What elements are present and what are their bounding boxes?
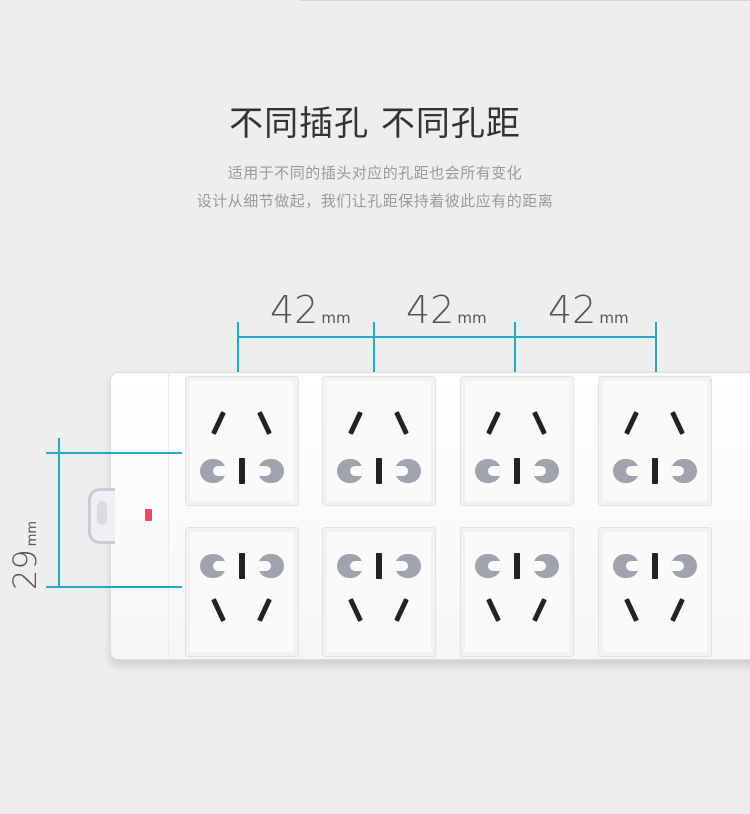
outlet-round-contact [533,459,559,483]
outlet-slot [376,553,382,579]
spacing-unit: mm [321,309,351,327]
outlet-round-contact [395,554,421,578]
outlet-slot [239,458,245,484]
row-spacing-line-bottom [46,586,182,588]
power-indicator-light [145,509,152,521]
row-spacing-vertical-line [58,438,60,588]
outlet-socket [598,527,712,657]
outlet-slot [211,411,226,435]
outlet-round-contact [200,459,226,483]
outlet-slot [514,553,520,579]
outlet-socket [185,527,299,657]
outlet-slot [257,411,272,435]
dimension-tick [237,322,239,374]
spacing-dimension-line [238,336,656,338]
outlet-slot [670,598,685,622]
outlet-socket [322,376,436,506]
outlet-slot [348,598,363,622]
outlet-slot [348,411,363,435]
spacing-value: 42 [548,288,597,332]
outlet-round-contact [200,554,226,578]
spacing-value: 42 [270,288,319,332]
outlet-round-contact [613,554,639,578]
dimension-tick [373,322,375,374]
outlet-slot [532,598,547,622]
outlet-slot [239,553,245,579]
subtitle-line-2: 设计从细节做起，我们让孔距保持着彼此应有的距离 [196,192,554,210]
outlet-round-contact [337,459,363,483]
outlet-slot [486,411,501,435]
row-spacing-value: 29 [6,549,44,590]
outlet-slot [394,598,409,622]
outlet-round-contact [671,554,697,578]
dimension-tick [514,322,516,374]
spacing-value: 42 [406,288,455,332]
page-title: 不同插孔 不同孔距 [229,104,521,144]
outlet-round-contact [395,459,421,483]
row-spacing-unit: mm [25,520,40,547]
outlet-socket [598,376,712,506]
outlet-slot [486,598,501,622]
outlet-round-contact [258,459,284,483]
row-spacing-label: 29mm [6,521,44,590]
outlet-round-contact [533,554,559,578]
outlet-socket [460,376,574,506]
top-edge-line-left [300,0,540,1]
spacing-unit: mm [599,309,629,327]
dimension-tick [655,322,657,374]
outlet-slot [514,458,520,484]
outlet-slot [257,598,272,622]
outlet-round-contact [337,554,363,578]
top-edge-line-right [515,0,750,1]
power-strip-end-cap [110,372,169,658]
outlet-round-contact [475,554,501,578]
outlet-slot [670,411,685,435]
outlet-socket [460,527,574,657]
outlet-round-contact [613,459,639,483]
outlet-round-contact [671,459,697,483]
outlet-slot [624,598,639,622]
outlet-slot [652,553,658,579]
outlet-slot [376,458,382,484]
outlet-socket [185,376,299,506]
outlet-round-contact [258,554,284,578]
outlet-slot [624,411,639,435]
outlet-socket [322,527,436,657]
row-spacing-line-top [46,452,182,454]
outlet-round-contact [475,459,501,483]
subtitle-line-1: 适用于不同的插头对应的孔距也会所有变化 [227,164,523,182]
outlet-slot [394,411,409,435]
outlet-slot [652,458,658,484]
outlet-slot [211,598,226,622]
outlet-slot [532,411,547,435]
hanging-hook [88,488,115,544]
spacing-unit: mm [457,309,487,327]
